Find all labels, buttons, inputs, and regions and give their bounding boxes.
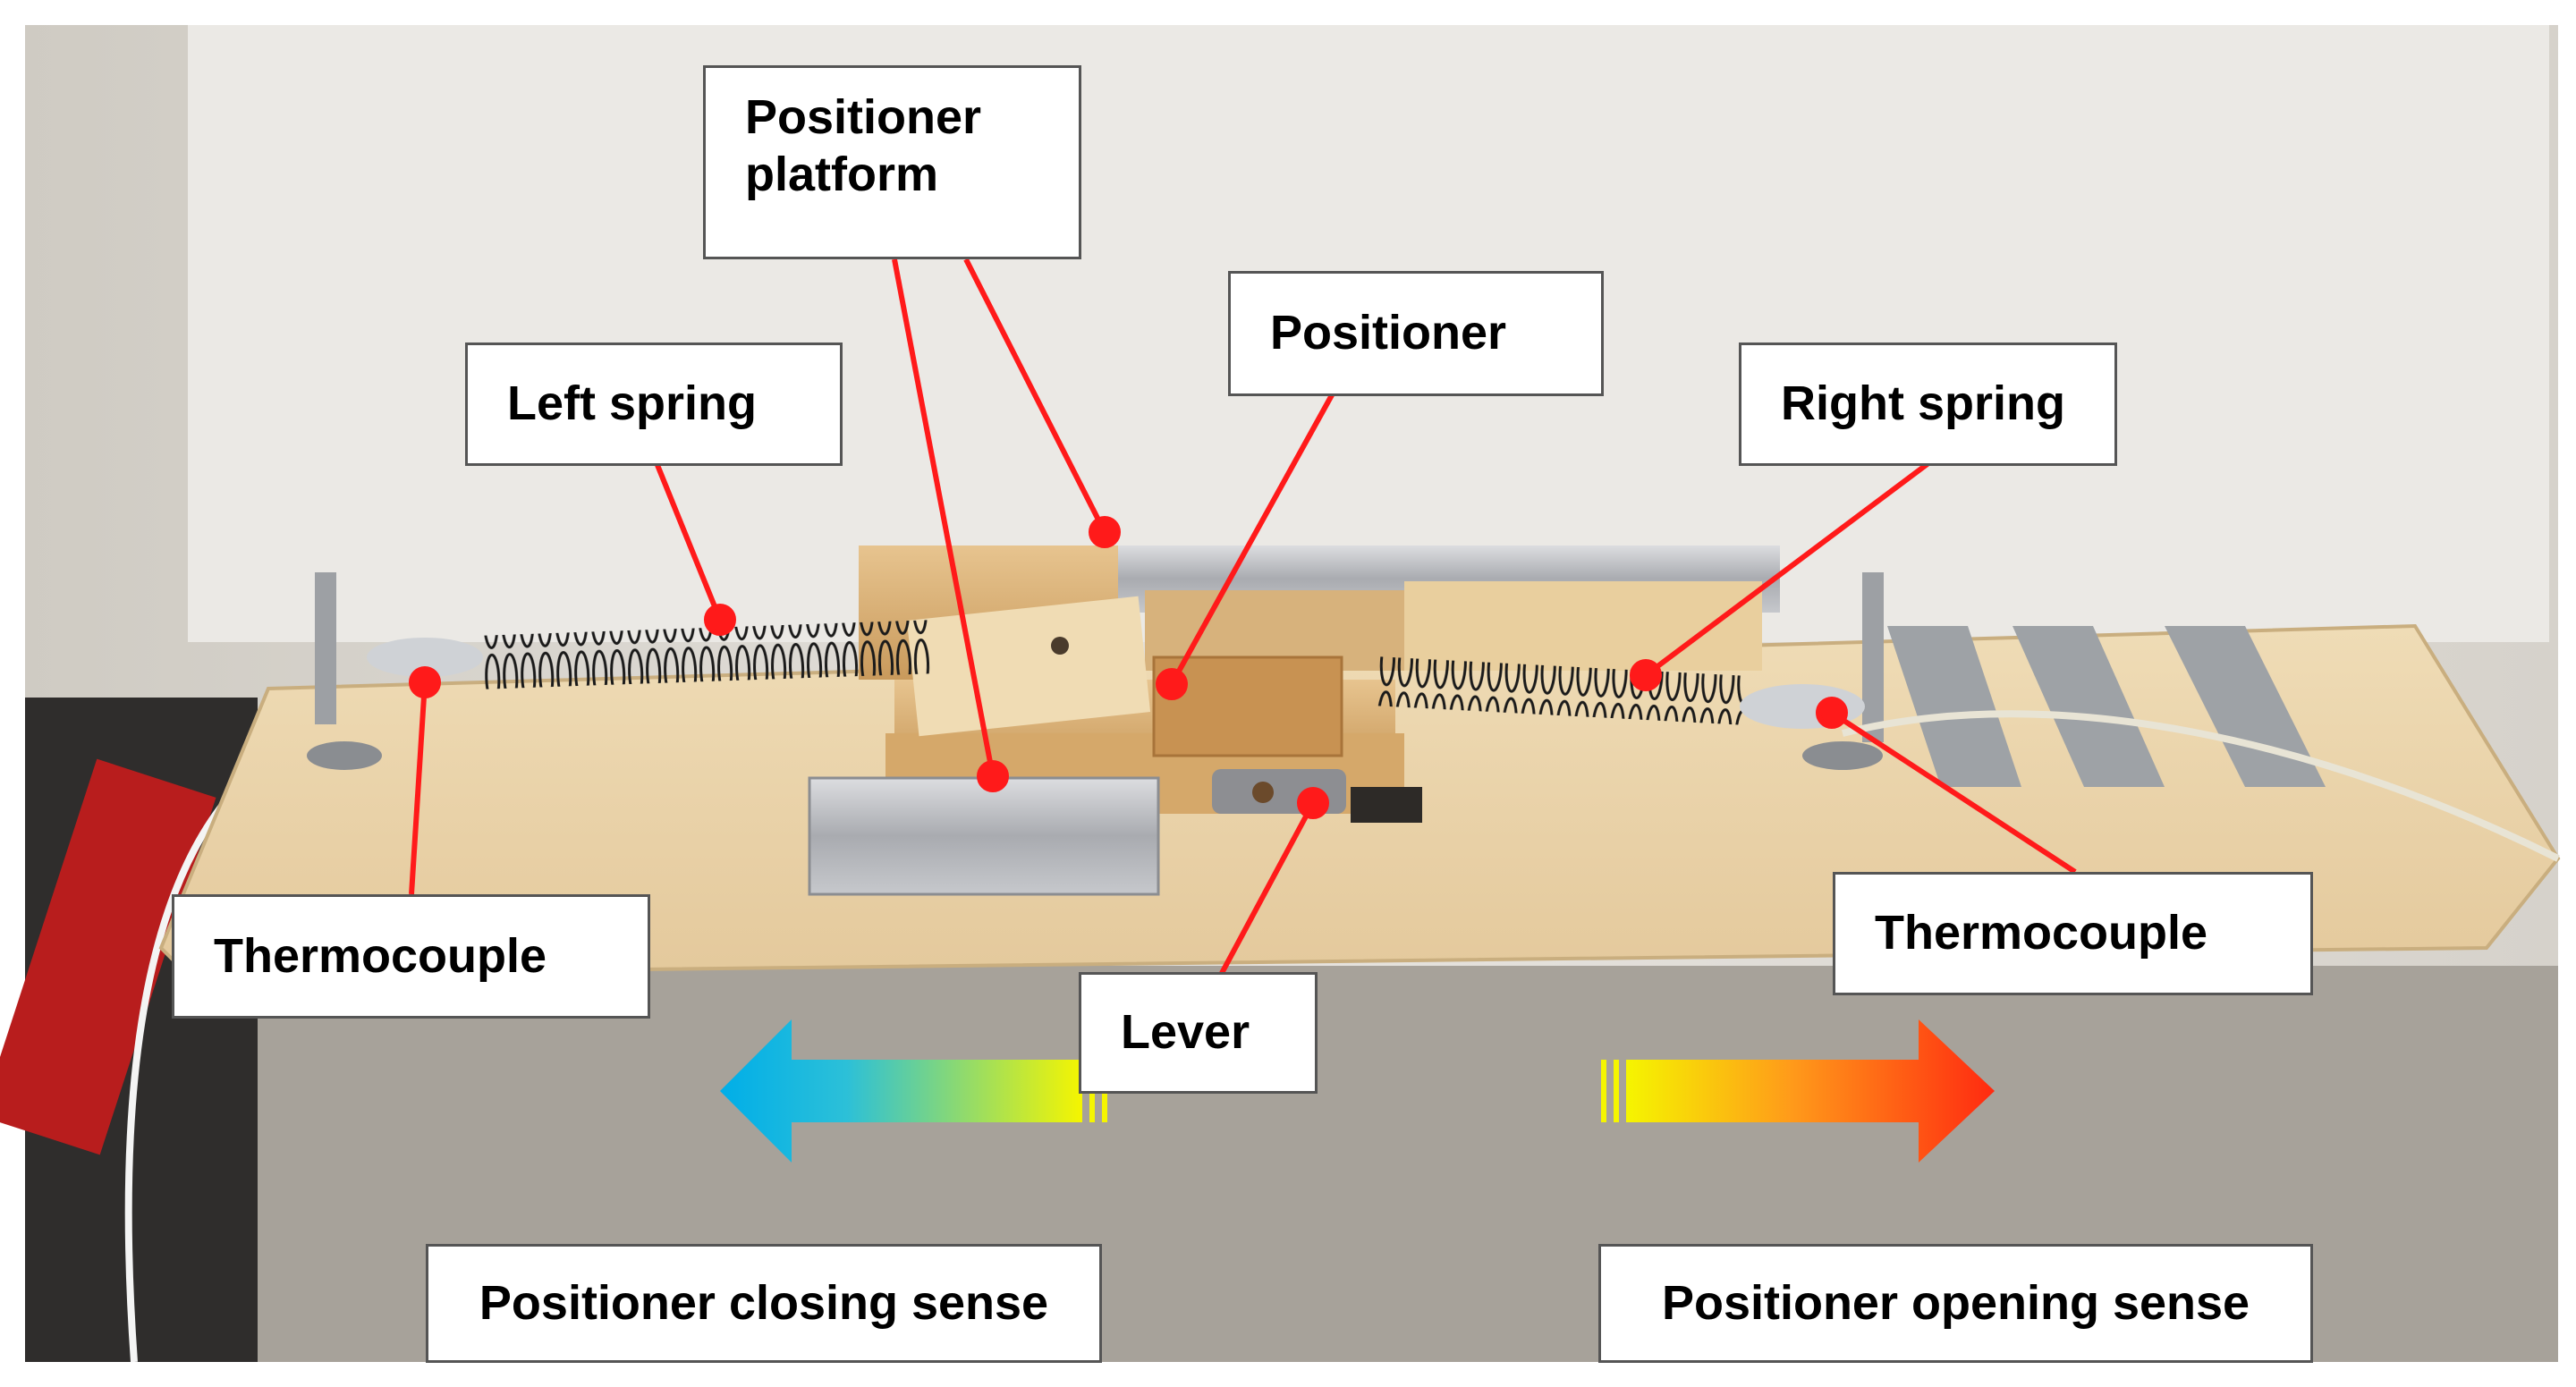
positioner-plate xyxy=(906,596,1151,737)
left-thermocouple-foil xyxy=(367,638,483,677)
label-positioner: Positioner xyxy=(1228,271,1604,396)
leader-lines xyxy=(409,258,2077,977)
right-nut xyxy=(1802,741,1883,770)
lever-screw xyxy=(1252,782,1274,803)
tape-strip-1 xyxy=(1887,626,2021,787)
label-closing-sense: Positioner closing sense xyxy=(426,1244,1102,1363)
label-thermocouple-right: Thermocouple xyxy=(1833,872,2313,995)
label-opening-sense: Positioner opening sense xyxy=(1598,1244,2313,1363)
left-bolt xyxy=(315,572,336,724)
label-left-spring: Left spring xyxy=(465,343,843,466)
lever-slot xyxy=(1351,787,1422,823)
plate-screw xyxy=(1051,637,1069,655)
opening-direction-arrow xyxy=(1601,1019,1995,1163)
red-cable-probe xyxy=(0,758,216,1155)
tape-strip-3 xyxy=(2165,626,2326,787)
wood-block-far-right xyxy=(1404,581,1762,671)
label-lever: Lever xyxy=(1079,972,1318,1094)
left-spring xyxy=(482,620,931,689)
positioner-slider xyxy=(1152,655,1343,757)
label-positioner-platform: Positioner platform xyxy=(703,65,1081,259)
right-bolt xyxy=(1862,572,1884,742)
label-thermocouple-left: Thermocouple xyxy=(172,894,650,1019)
label-right-spring: Right spring xyxy=(1739,343,2117,466)
left-nut xyxy=(307,741,382,770)
tape-strip-2 xyxy=(2012,626,2165,787)
right-cable xyxy=(1842,710,2560,862)
aluminium-block xyxy=(808,776,1160,896)
